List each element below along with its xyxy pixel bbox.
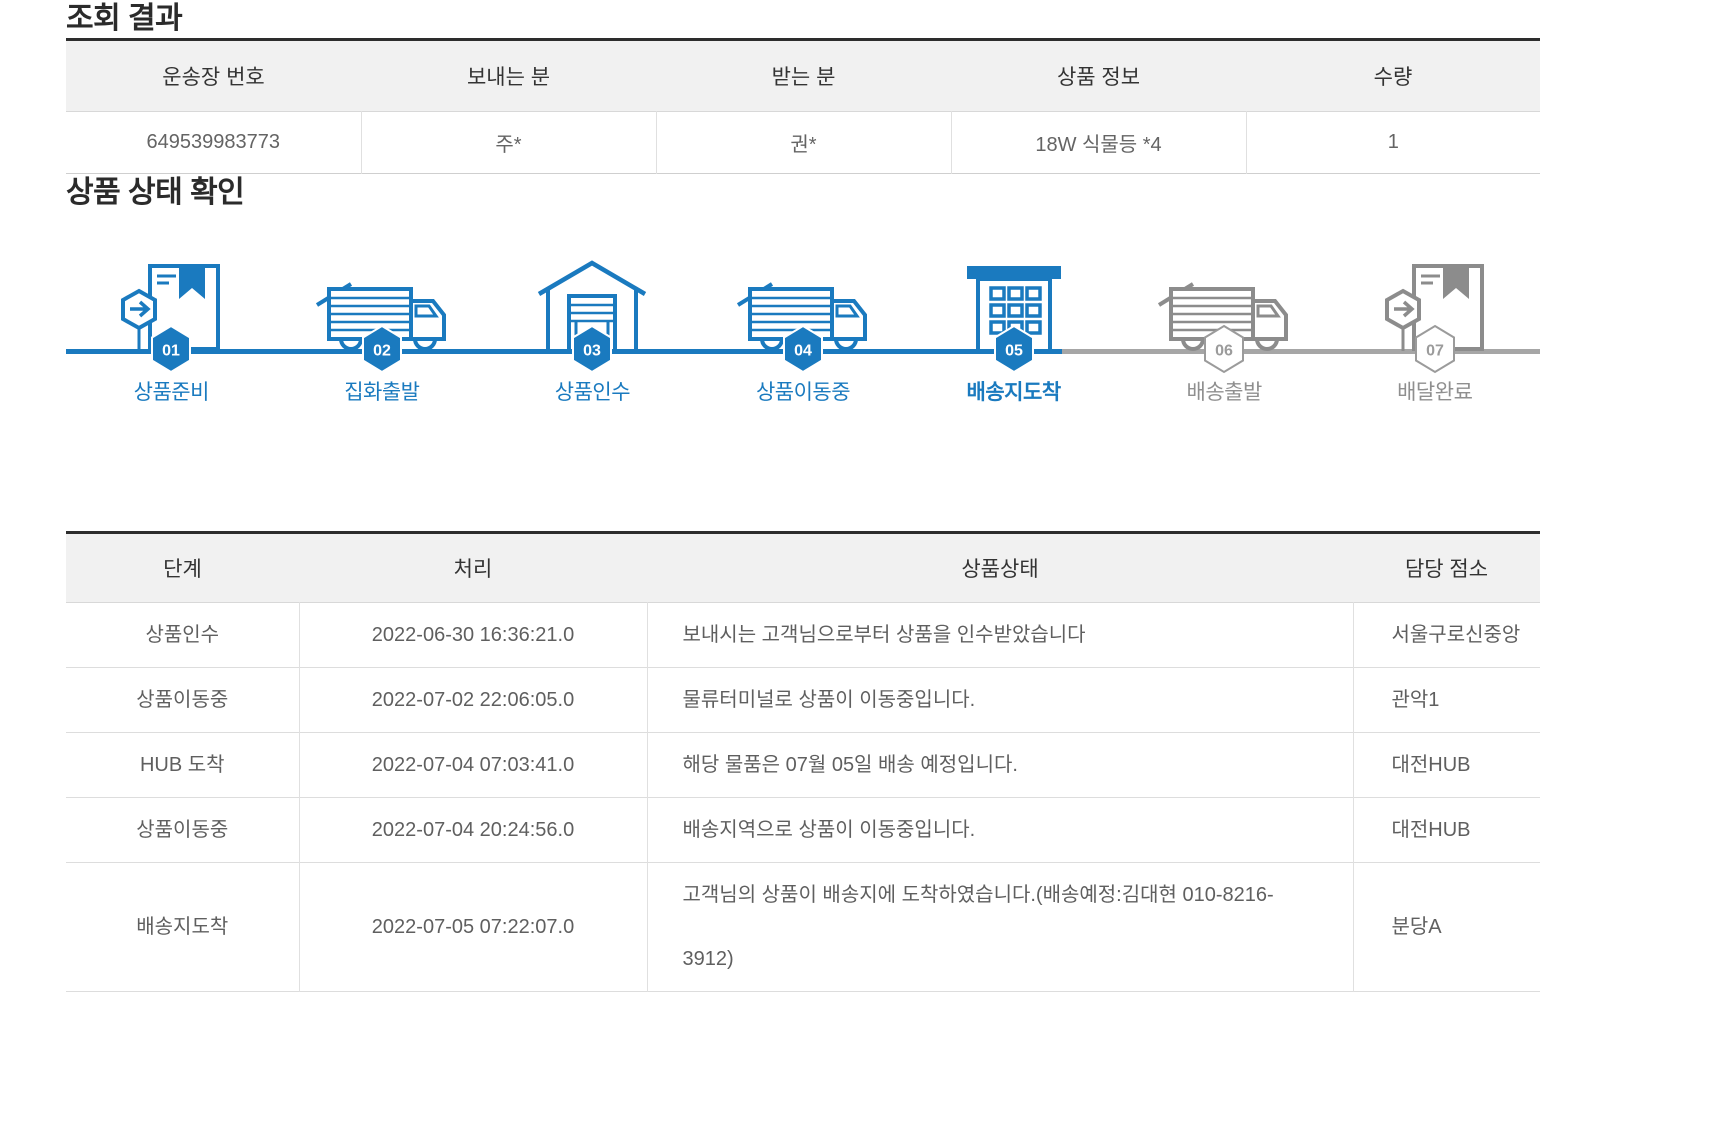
shipment-progress-tracker: 01 상품준비 bbox=[66, 254, 1540, 406]
step-product-received: 03 상품인수 bbox=[487, 254, 698, 406]
receiver-value: 권* bbox=[655, 111, 951, 174]
step-label: 상품이동중 bbox=[755, 381, 851, 404]
step-label: 상품인수 bbox=[554, 381, 631, 404]
status-check-title: 상품 상태 확인 bbox=[66, 176, 245, 209]
step-out-for-delivery: 06 배송출발 bbox=[1119, 254, 1330, 406]
step-label: 배송지도착 bbox=[966, 381, 1062, 404]
col-header-quantity: 수량 bbox=[1373, 66, 1413, 89]
svg-text:02: 02 bbox=[373, 343, 391, 360]
time-cell: 2022-07-02 22:06:05.0 bbox=[298, 667, 647, 733]
status-cell: 해당 물품은 07월 05일 배송 예정입니다. bbox=[646, 732, 1353, 798]
svg-text:03: 03 bbox=[584, 343, 602, 360]
col-header-waybill-number: 운송장 번호 bbox=[162, 66, 265, 89]
svg-text:05: 05 bbox=[1005, 343, 1023, 360]
time-cell: 2022-06-30 16:36:21.0 bbox=[298, 602, 647, 668]
step-badge: 01 bbox=[151, 324, 192, 374]
history-row: 상품이동중 2022-07-04 20:24:56.0 배송지역으로 상품이 이… bbox=[66, 797, 1540, 863]
status-cell: 고객님의 상품이 배송지에 도착하였습니다.(배송예정:김대현 010-8216… bbox=[646, 862, 1353, 992]
lookup-result-title: 조회 결과 bbox=[66, 2, 183, 35]
stage-cell: 상품인수 bbox=[145, 624, 220, 646]
step-badge: 02 bbox=[361, 324, 402, 374]
history-row: HUB 도착 2022-07-04 07:03:41.0 해당 물품은 07월 … bbox=[66, 732, 1540, 798]
col-header-item-info: 상품 정보 bbox=[1056, 66, 1141, 89]
step-badge: 05 bbox=[993, 324, 1034, 374]
history-row: 상품인수 2022-06-30 16:36:21.0 보내시는 고객님으로부터 … bbox=[66, 602, 1540, 668]
svg-text:04: 04 bbox=[794, 343, 812, 360]
tracking-result-page: 조회 결과 운송장 번호 보내는 분 받는 분 상품 정보 수량 6495399… bbox=[66, 0, 1540, 992]
stage-cell: 상품이동중 bbox=[136, 689, 229, 711]
time-cell: 2022-07-05 07:22:07.0 bbox=[298, 862, 647, 992]
history-row: 배송지도착 2022-07-05 07:22:07.0 고객님의 상품이 배송지… bbox=[66, 862, 1540, 992]
branch-cell: 분당A bbox=[1352, 862, 1540, 992]
step-label: 배송출발 bbox=[1186, 381, 1263, 404]
step-arrived-at-delivery-area: 05 배송지도착 bbox=[908, 254, 1119, 406]
step-label: 집화출발 bbox=[344, 381, 420, 404]
history-row: 상품이동중 2022-07-02 22:06:05.0 물류터미널로 상품이 이… bbox=[66, 667, 1540, 733]
truck-icon bbox=[277, 254, 488, 351]
status-cell: 보내시는 고객님으로부터 상품을 인수받았습니다 bbox=[646, 602, 1353, 668]
history-table: 단계 처리 상품상태 담당 점소 상품인수 2022-06-30 16:36:2… bbox=[66, 531, 1540, 992]
col-header-receiver: 받는 분 bbox=[771, 66, 836, 89]
col-header-stage: 단계 bbox=[163, 558, 202, 581]
summary-header-row: 운송장 번호 보내는 분 받는 분 상품 정보 수량 bbox=[66, 39, 1540, 112]
truck-icon bbox=[698, 254, 909, 351]
step-badge: 04 bbox=[783, 324, 824, 374]
step-label: 상품준비 bbox=[133, 381, 210, 404]
history-header-row: 단계 처리 상품상태 담당 점소 bbox=[66, 532, 1540, 603]
col-header-sender: 보내는 분 bbox=[466, 66, 551, 89]
waybill-number-value: 649539983773 bbox=[146, 131, 280, 153]
step-delivery-complete: 07 배달완료 bbox=[1329, 254, 1540, 406]
quantity-value: 1 bbox=[1245, 111, 1540, 174]
truck-icon bbox=[1119, 254, 1330, 351]
col-header-product-status: 상품상태 bbox=[961, 558, 1039, 581]
branch-cell: 서울구로신중앙 bbox=[1352, 602, 1540, 668]
step-product-in-transit: 04 상품이동중 bbox=[698, 254, 909, 406]
col-header-processed-time: 처리 bbox=[453, 558, 493, 581]
svg-text:01: 01 bbox=[162, 343, 180, 360]
step-badge: 07 bbox=[1414, 324, 1455, 374]
stage-cell: HUB 도착 bbox=[139, 754, 225, 776]
progress-line-completed bbox=[66, 349, 1062, 354]
step-label: 배달완료 bbox=[1397, 381, 1473, 404]
branch-cell: 관악1 bbox=[1352, 667, 1540, 733]
time-cell: 2022-07-04 07:03:41.0 bbox=[298, 732, 647, 798]
step-badge: 03 bbox=[572, 324, 613, 374]
progress-line-remaining bbox=[1062, 349, 1540, 354]
summary-table: 운송장 번호 보내는 분 받는 분 상품 정보 수량 649539983773 … bbox=[66, 38, 1540, 174]
branch-cell: 대전HUB bbox=[1352, 797, 1540, 863]
step-badge: 06 bbox=[1204, 324, 1245, 374]
sender-value: 주* bbox=[360, 111, 656, 174]
svg-text:07: 07 bbox=[1426, 343, 1444, 360]
svg-text:06: 06 bbox=[1215, 343, 1233, 360]
building-icon bbox=[908, 254, 1119, 351]
step-pickup-departure: 02 집화출발 bbox=[277, 254, 488, 406]
step-product-ready: 01 상품준비 bbox=[66, 254, 277, 406]
stage-cell: 배송지도착 bbox=[136, 916, 229, 938]
time-cell: 2022-07-04 20:24:56.0 bbox=[298, 797, 647, 863]
col-header-branch: 담당 점소 bbox=[1404, 558, 1489, 581]
status-cell: 배송지역으로 상품이 이동중입니다. bbox=[646, 797, 1353, 863]
summary-data-row: 649539983773 주* 권* 18W 식물등 *4 1 bbox=[66, 111, 1540, 174]
branch-cell: 대전HUB bbox=[1352, 732, 1540, 798]
status-cell: 물류터미널로 상품이 이동중입니다. bbox=[646, 667, 1353, 733]
item-info-value: 18W 식물등 *4 bbox=[950, 111, 1246, 174]
stage-cell: 상품이동중 bbox=[136, 819, 229, 841]
